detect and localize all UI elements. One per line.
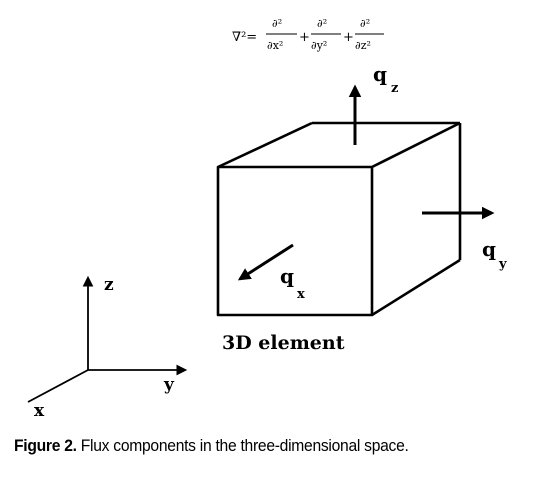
- element-box: [216, 121, 462, 317]
- coordinate-axes: [27, 275, 188, 403]
- figure-caption-text: Flux components in the three-dimensional…: [76, 436, 409, 455]
- qx-label-q: q: [280, 264, 294, 288]
- equation-numerator-y: ∂²: [317, 17, 327, 30]
- box-front-face: [216, 165, 374, 317]
- qx-arrow: [237, 243, 294, 281]
- equation-numerator-z: ∂²: [360, 17, 370, 30]
- figure-caption-label: Figure 2.: [14, 436, 77, 455]
- y-axis-label: y: [163, 375, 175, 395]
- element-label: 3D element: [222, 332, 345, 354]
- box-bottom-right-edge: [371, 258, 461, 317]
- equation-lhs: ∇²=: [232, 30, 257, 45]
- flux-diagram: ∇²= ∂² ∂x² + ∂² ∂y² + ∂² ∂z² q z: [27, 17, 507, 421]
- qy-label-subscript: y: [498, 257, 507, 272]
- laplacian-equation: ∇²= ∂² ∂x² + ∂² ∂y² + ∂² ∂z²: [232, 17, 384, 52]
- z-axis-label: z: [104, 275, 114, 295]
- qz-label-q: q: [373, 62, 387, 86]
- equation-denominator-z: ∂z²: [355, 39, 371, 52]
- qx-label-subscript: x: [297, 287, 305, 302]
- box-top-right-edge: [371, 121, 461, 169]
- qz-label-subscript: z: [391, 81, 398, 96]
- equation-numerator-x: ∂²: [272, 17, 282, 30]
- figure-caption: Figure 2. Flux components in the three-d…: [14, 436, 409, 456]
- x-axis: [27, 369, 89, 403]
- equation-denominator-y: ∂y²: [311, 39, 327, 52]
- equation-plus-2: +: [343, 30, 354, 45]
- equation-denominator-x: ∂x²: [267, 39, 283, 52]
- equation-plus-1: +: [299, 30, 310, 45]
- box-top-left-edge: [217, 121, 313, 169]
- x-axis-label: x: [34, 401, 45, 421]
- qy-label-q: q: [482, 237, 496, 261]
